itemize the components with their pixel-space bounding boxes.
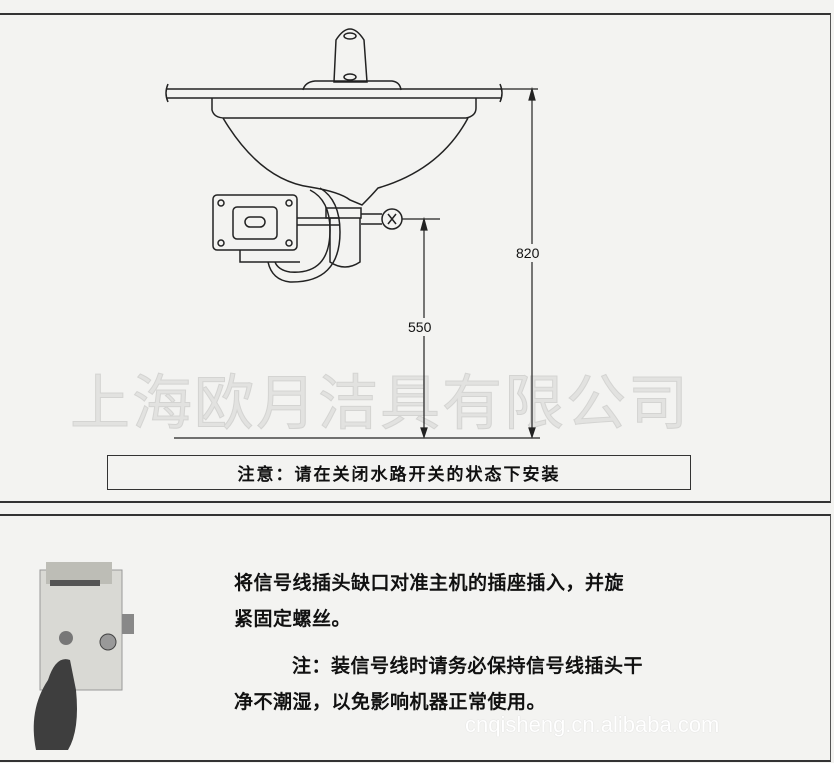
control-box: [212, 194, 340, 263]
faucet: [302, 28, 402, 91]
control-unit-photo: [33, 562, 134, 750]
basin: [211, 98, 477, 206]
installation-notice: 注意：请在关闭水路开关的状态下安装: [107, 455, 691, 490]
installation-diagram-panel: [0, 13, 831, 503]
sink-installation-diagram: [165, 28, 540, 439]
instruction-note-line-1: 注：装信号线时请务必保持信号线插头干: [292, 655, 644, 677]
instruction-line-1: 将信号线插头缺口对准主机的插座插入，并旋: [234, 572, 625, 594]
instruction-line-2: 紧固定螺丝。: [234, 608, 352, 630]
company-watermark: 上海欧月洁具有限公司: [70, 369, 690, 440]
instruction-note-line-2: 净不潮湿，以免影响机器正常使用。: [234, 691, 547, 713]
wiring-instructions-panel: [0, 514, 831, 762]
site-watermark: cnqisheng.cn.alibaba.com: [465, 712, 720, 737]
countertop: [165, 83, 503, 103]
trap-and-valve: [325, 207, 403, 268]
drain-hose: [267, 187, 341, 283]
notice-text: 注意：请在关闭水路开关的状态下安装: [237, 465, 561, 485]
dimension-label-820: 820: [516, 244, 540, 262]
dimension-label-550: 550: [408, 318, 432, 336]
